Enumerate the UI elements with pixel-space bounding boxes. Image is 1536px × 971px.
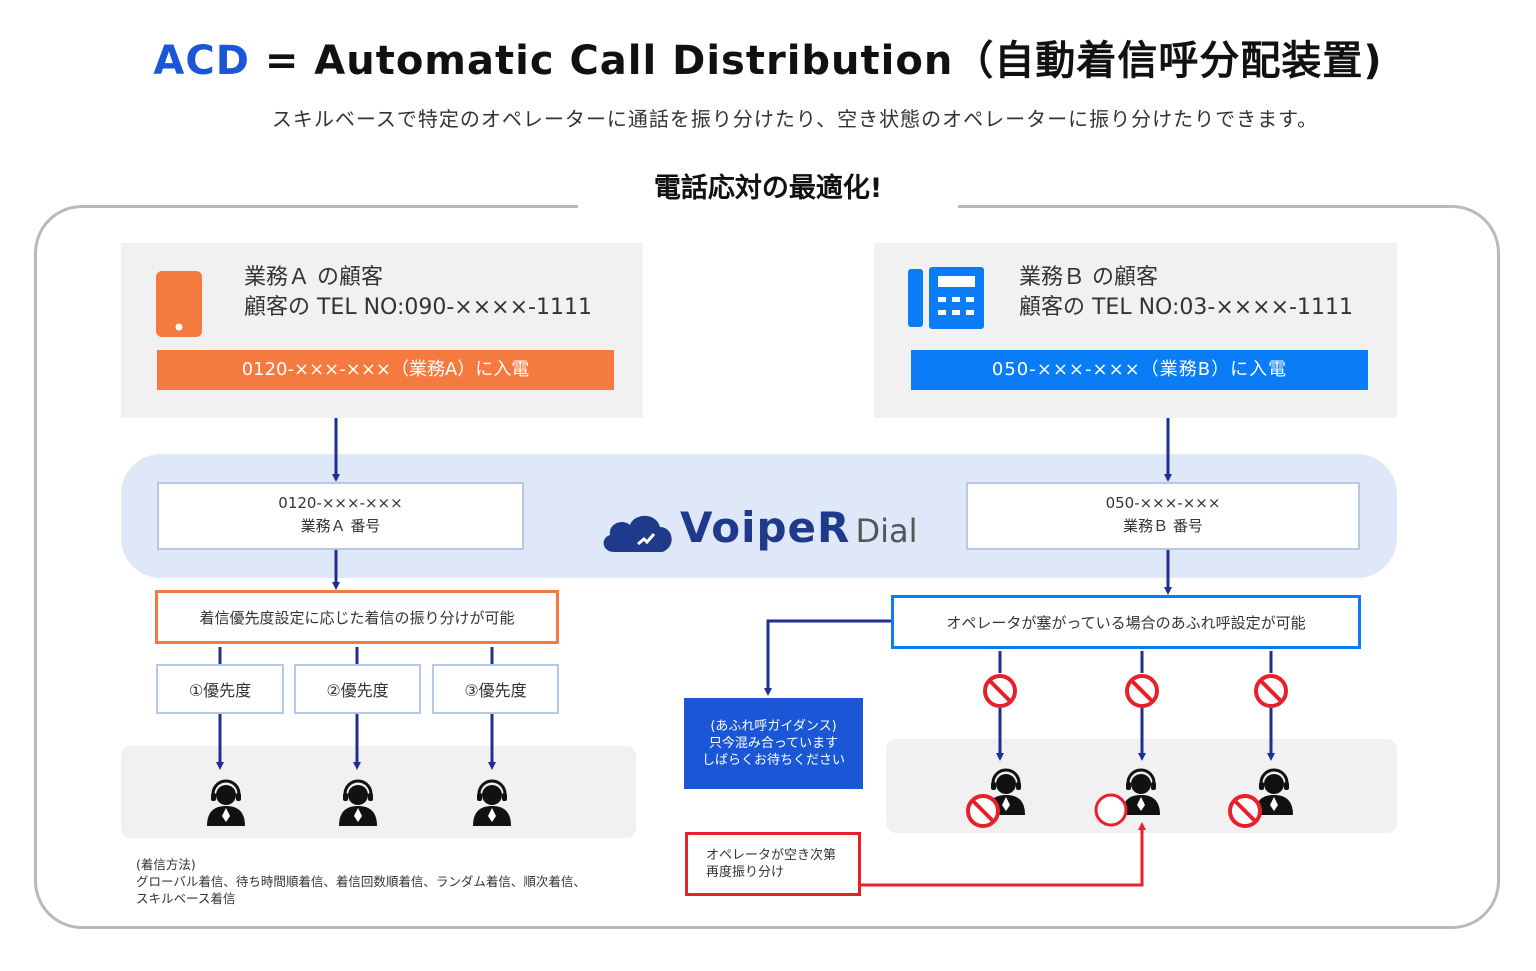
guidance-line-2: 只今混み合っています: [708, 736, 839, 751]
number-b: 050-×××-×××: [1105, 494, 1221, 512]
priority-3-box: ③優先度: [432, 664, 559, 714]
busy-badge-icon-3: [1228, 794, 1262, 828]
title-acd: ACD: [153, 38, 250, 84]
cloud-logo-icon: [603, 515, 672, 552]
busy-badge-icon-1: [966, 794, 1000, 828]
number-box-b: 050-×××-××× 業務Ｂ 番号: [966, 482, 1360, 550]
customer-a-text: 業務Ａ の顧客 顧客の TEL NO:090-××××-1111: [244, 263, 592, 323]
subtitle: スキルベースで特定のオペレーターに通話を振り分けたり、空き状態のオペレーターに振…: [271, 107, 1319, 131]
operator-icon-b2: [1120, 768, 1162, 817]
prohibited-icon-3: [1254, 674, 1288, 708]
arrow-overflow-guidance: [764, 619, 891, 696]
guidance-line-3: しばらくお待ちください: [701, 753, 845, 768]
customer-a-bar: 0120-×××-×××（業務A）に入電: [157, 350, 614, 390]
notes-line-2: グローバル着信、待ち時間順着信、着信回数順着信、ランダム着信、順次着信、: [136, 874, 586, 889]
redistribute-line-1: オペレータが空き次第: [706, 848, 837, 863]
overflow-guidance-box: (あふれ呼ガイダンス) 只今混み合っています しばらくお待ちください: [684, 698, 863, 789]
smartphone-icon: [156, 271, 202, 337]
prohibited-icon-2: [1125, 674, 1159, 708]
priority-2-box: ②優先度: [294, 664, 421, 714]
operator-icon-a2: [337, 779, 379, 828]
operator-icon-a3: [471, 779, 513, 828]
number-a-label: 業務Ａ 番号: [300, 517, 381, 535]
section-title: 電話応対の最適化!: [653, 173, 883, 204]
priority-1-box: ①優先度: [156, 664, 284, 714]
overflow-rule-box: オペレータが塞がっている場合のあふれ呼設定が可能: [891, 595, 1361, 649]
customer-a-line2: 顧客の TEL NO:090-××××-1111: [244, 295, 592, 320]
notes-line-1: (着信方法): [136, 857, 196, 872]
number-a: 0120-×××-×××: [278, 494, 403, 512]
guidance-line-1: (あふれ呼ガイダンス): [710, 719, 837, 734]
redistribute-line-2: 再度振り分け: [706, 865, 785, 880]
customer-b-text: 業務Ｂ の顧客 顧客の TEL NO:03-××××-1111: [1019, 263, 1353, 323]
operators-a-panel: [121, 746, 636, 838]
logo-main-text: VoipeR: [680, 503, 851, 552]
customer-a-line1: 業務Ａ の顧客: [244, 265, 383, 290]
customer-b-bar: 050-×××-×××（業務B）に入電: [911, 350, 1368, 390]
desk-phone-icon: [908, 267, 984, 329]
page-title: ACD = Automatic Call Distribution（自動着信呼分…: [0, 28, 1536, 86]
customer-b-line1: 業務Ｂ の顧客: [1019, 265, 1158, 290]
frame-gap: [578, 196, 958, 216]
redistribute-box: オペレータが空き次第 再度振り分け: [685, 832, 861, 896]
priority-rule-box: 着信優先度設定に応じた着信の振り分けが可能: [155, 590, 559, 644]
delivery-methods-note: (着信方法) グローバル着信、待ち時間順着信、着信回数順着信、ランダム着信、順次…: [136, 856, 586, 907]
voiper-logo: VoipeR Dial: [680, 503, 917, 552]
operator-icon-a1: [205, 779, 247, 828]
arrow-redistribute: [861, 822, 1146, 887]
number-box-a: 0120-×××-××× 業務Ａ 番号: [157, 482, 524, 550]
logo-sub-text: Dial: [855, 512, 918, 550]
title-rest: = Automatic Call Distribution（自動着信呼分配装置): [249, 38, 1383, 84]
available-badge-icon: [1094, 793, 1128, 827]
number-b-label: 業務Ｂ 番号: [1123, 517, 1203, 535]
customer-b-line2: 顧客の TEL NO:03-××××-1111: [1019, 295, 1353, 320]
notes-line-3: スキルベース着信: [136, 891, 236, 906]
prohibited-icon-1: [983, 674, 1017, 708]
